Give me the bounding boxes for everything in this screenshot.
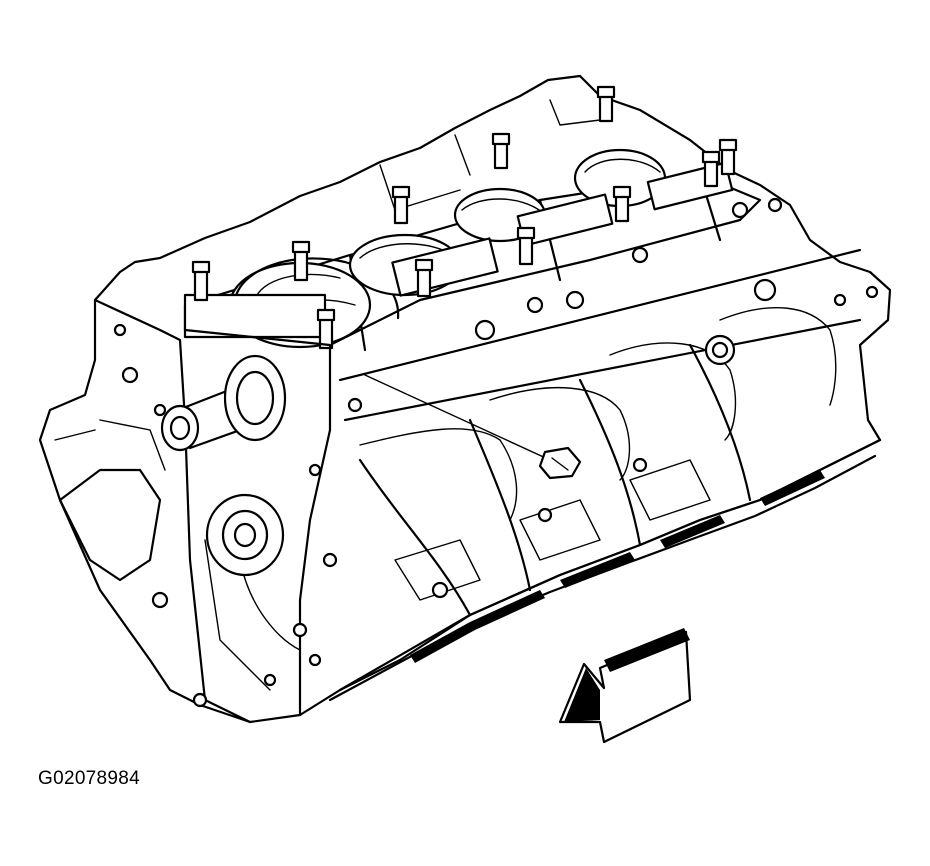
crankshaft-snout: [160, 354, 287, 452]
oil-pan-rail: [328, 438, 882, 702]
bearing-cap-studs: [191, 85, 738, 350]
oil-pump-gear: [205, 493, 285, 577]
plug-bolt: [364, 374, 582, 480]
front-face-holes: [113, 323, 338, 708]
side-holes: [347, 197, 879, 599]
figure-id-label: G02078984: [38, 768, 141, 789]
block-side-webs: [338, 248, 862, 617]
arrow-down-left-icon: [558, 628, 692, 744]
